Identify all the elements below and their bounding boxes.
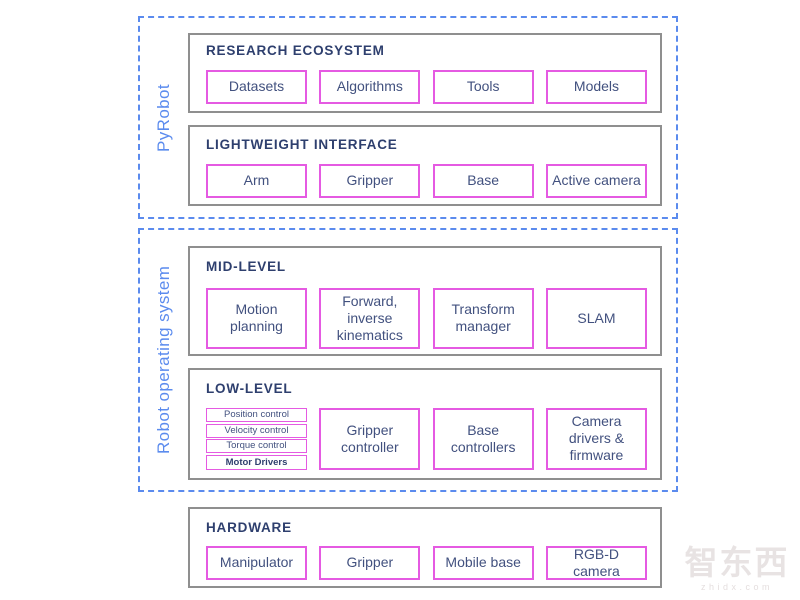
box-motion-planning: Motion planning — [206, 287, 307, 349]
panel-title-lightweight-interface: LIGHTWEIGHT INTERFACE — [206, 137, 398, 152]
watermark-logo: 智东西 — [684, 543, 790, 581]
panel-research-ecosystem: RESEARCH ECOSYSTEM Datasets Algorithms T… — [188, 33, 662, 113]
research-ecosystem-row: Datasets Algorithms Tools Models — [206, 69, 647, 104]
group-label-pyrobot: PyRobot — [154, 83, 173, 152]
group-label-robot-operating-system: Robot operating system — [154, 265, 173, 455]
low-level-row: Position control Velocity control Torque… — [206, 407, 647, 470]
box-datasets: Datasets — [206, 69, 307, 104]
box-position-control: Position control — [206, 407, 307, 422]
panel-title-mid-level: MID-LEVEL — [206, 259, 286, 274]
mid-level-row: Motion planning Forward, inverse kinemat… — [206, 287, 647, 349]
watermark-domain: zhidx.com — [700, 582, 773, 592]
panel-title-hardware: HARDWARE — [206, 520, 292, 535]
group-pyrobot: PyRobot — [138, 16, 678, 219]
box-slam: SLAM — [545, 287, 647, 349]
box-arm: Arm — [206, 163, 307, 198]
panel-title-low-level: LOW-LEVEL — [206, 381, 293, 396]
box-base: Base — [432, 163, 534, 198]
box-gripper: Gripper — [319, 163, 421, 198]
box-gripper-hw: Gripper — [319, 545, 421, 580]
watermark: 智东西 zhidx.com — [678, 543, 796, 592]
panel-mid-level: MID-LEVEL Motion planning Forward, inver… — [188, 246, 662, 356]
box-mobile-base: Mobile base — [432, 545, 534, 580]
panel-title-research-ecosystem: RESEARCH ECOSYSTEM — [206, 43, 385, 58]
box-base-controllers: Base controllers — [432, 407, 534, 470]
box-gripper-controller: Gripper controller — [319, 407, 421, 470]
box-models: Models — [545, 69, 647, 104]
panel-low-level: LOW-LEVEL Position control Velocity cont… — [188, 368, 662, 480]
box-rgbd-camera: RGB-D camera — [545, 546, 647, 580]
panel-hardware: HARDWARE Manipulator Gripper Mobile base… — [188, 507, 662, 588]
box-forward-inverse-kinematics: Forward, inverse kinematics — [319, 287, 421, 349]
group-robot-operating-system: Robot operating system — [138, 228, 678, 492]
box-camera-drivers-firmware: Camera drivers & firmware — [545, 407, 647, 470]
lightweight-interface-row: Arm Gripper Base Active camera — [206, 163, 647, 198]
box-active-camera: Active camera — [545, 163, 647, 198]
box-torque-control: Torque control — [206, 439, 307, 454]
box-manipulator: Manipulator — [206, 545, 307, 580]
box-motor-drivers: Motor Drivers — [206, 454, 307, 470]
panel-lightweight-interface: LIGHTWEIGHT INTERFACE Arm Gripper Base A… — [188, 125, 662, 206]
box-tools: Tools — [432, 69, 534, 104]
box-algorithms: Algorithms — [319, 69, 421, 104]
control-stack: Position control Velocity control Torque… — [206, 407, 307, 470]
box-transform-manager: Transform manager — [432, 287, 534, 349]
hardware-row: Manipulator Gripper Mobile base RGB-D ca… — [206, 546, 647, 580]
box-velocity-control: Velocity control — [206, 423, 307, 438]
